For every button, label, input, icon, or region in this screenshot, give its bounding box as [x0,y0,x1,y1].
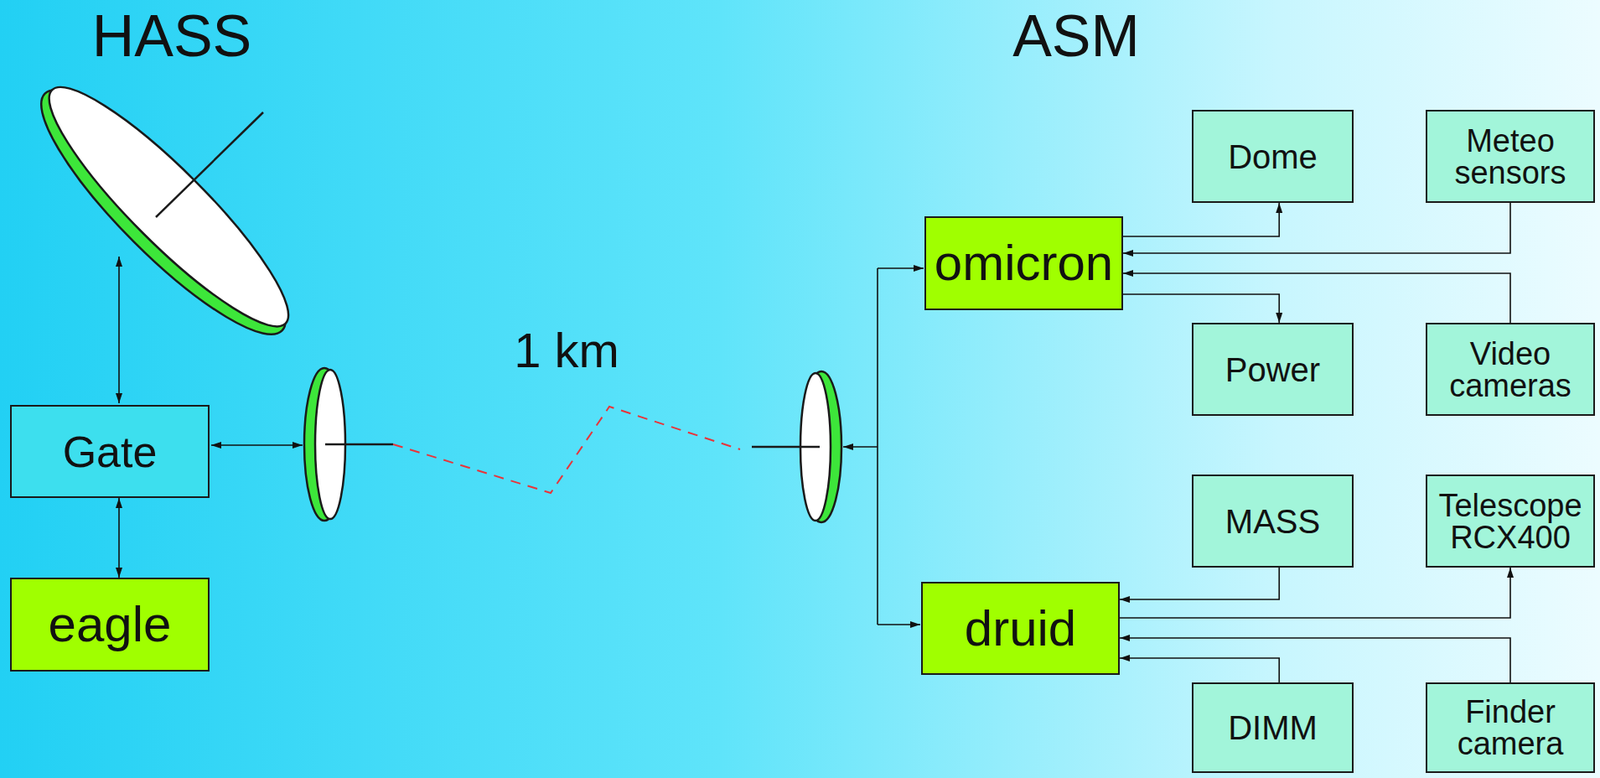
radio-link [393,406,741,493]
device-box: Telescope RCX400 [1425,474,1595,568]
box-label: Power [1225,352,1321,387]
box-label: Meteo sensors [1427,124,1594,189]
device-box: Finder camera [1425,682,1595,773]
dish-feed [155,112,264,218]
device-box: Meteo sensors [1425,109,1595,203]
computer-box: druid [921,581,1120,675]
signal-arrow [1123,294,1279,323]
link-arrow [843,445,878,448]
box-label: Telescope RCX400 [1427,489,1594,554]
gateway-box: Gate [10,404,210,498]
device-box: Dome [1191,109,1354,203]
radio-antenna [751,371,842,523]
satellite-dish [15,62,314,361]
signal-arrow [1119,657,1279,683]
link-arrow [877,623,921,626]
signal-arrow [118,497,120,578]
device-box: MASS [1191,474,1354,568]
box-label: eagle [48,599,172,650]
signal-arrow [1119,567,1279,600]
box-label: Dome [1227,139,1318,174]
box-label: Gate [62,429,158,474]
device-box: Power [1191,322,1354,416]
radio-antenna [304,367,394,521]
box-label: MASS [1225,504,1321,539]
computer-box: eagle [10,577,210,672]
box-label: DIMM [1227,710,1318,745]
site-heading: ASM [1012,6,1140,66]
site-heading: HASS [92,6,253,66]
device-box: DIMM [1191,682,1354,773]
box-label: Video cameras [1427,337,1594,402]
signal-arrow [1119,567,1511,618]
signal-arrow [1123,202,1511,254]
box-label: omicron [934,238,1114,289]
box-label: Finder camera [1427,695,1594,760]
link-arrow [877,267,924,270]
link-arrow [118,256,120,404]
device-box: Video cameras [1425,322,1595,416]
computer-box: omicron [924,216,1124,311]
link-arrow [211,444,303,446]
box-label: druid [964,603,1077,654]
signal-arrow [1123,202,1279,237]
signal-arrow [1119,637,1511,683]
signal-arrow [1123,273,1511,323]
distance-label: 1 km [513,326,620,375]
